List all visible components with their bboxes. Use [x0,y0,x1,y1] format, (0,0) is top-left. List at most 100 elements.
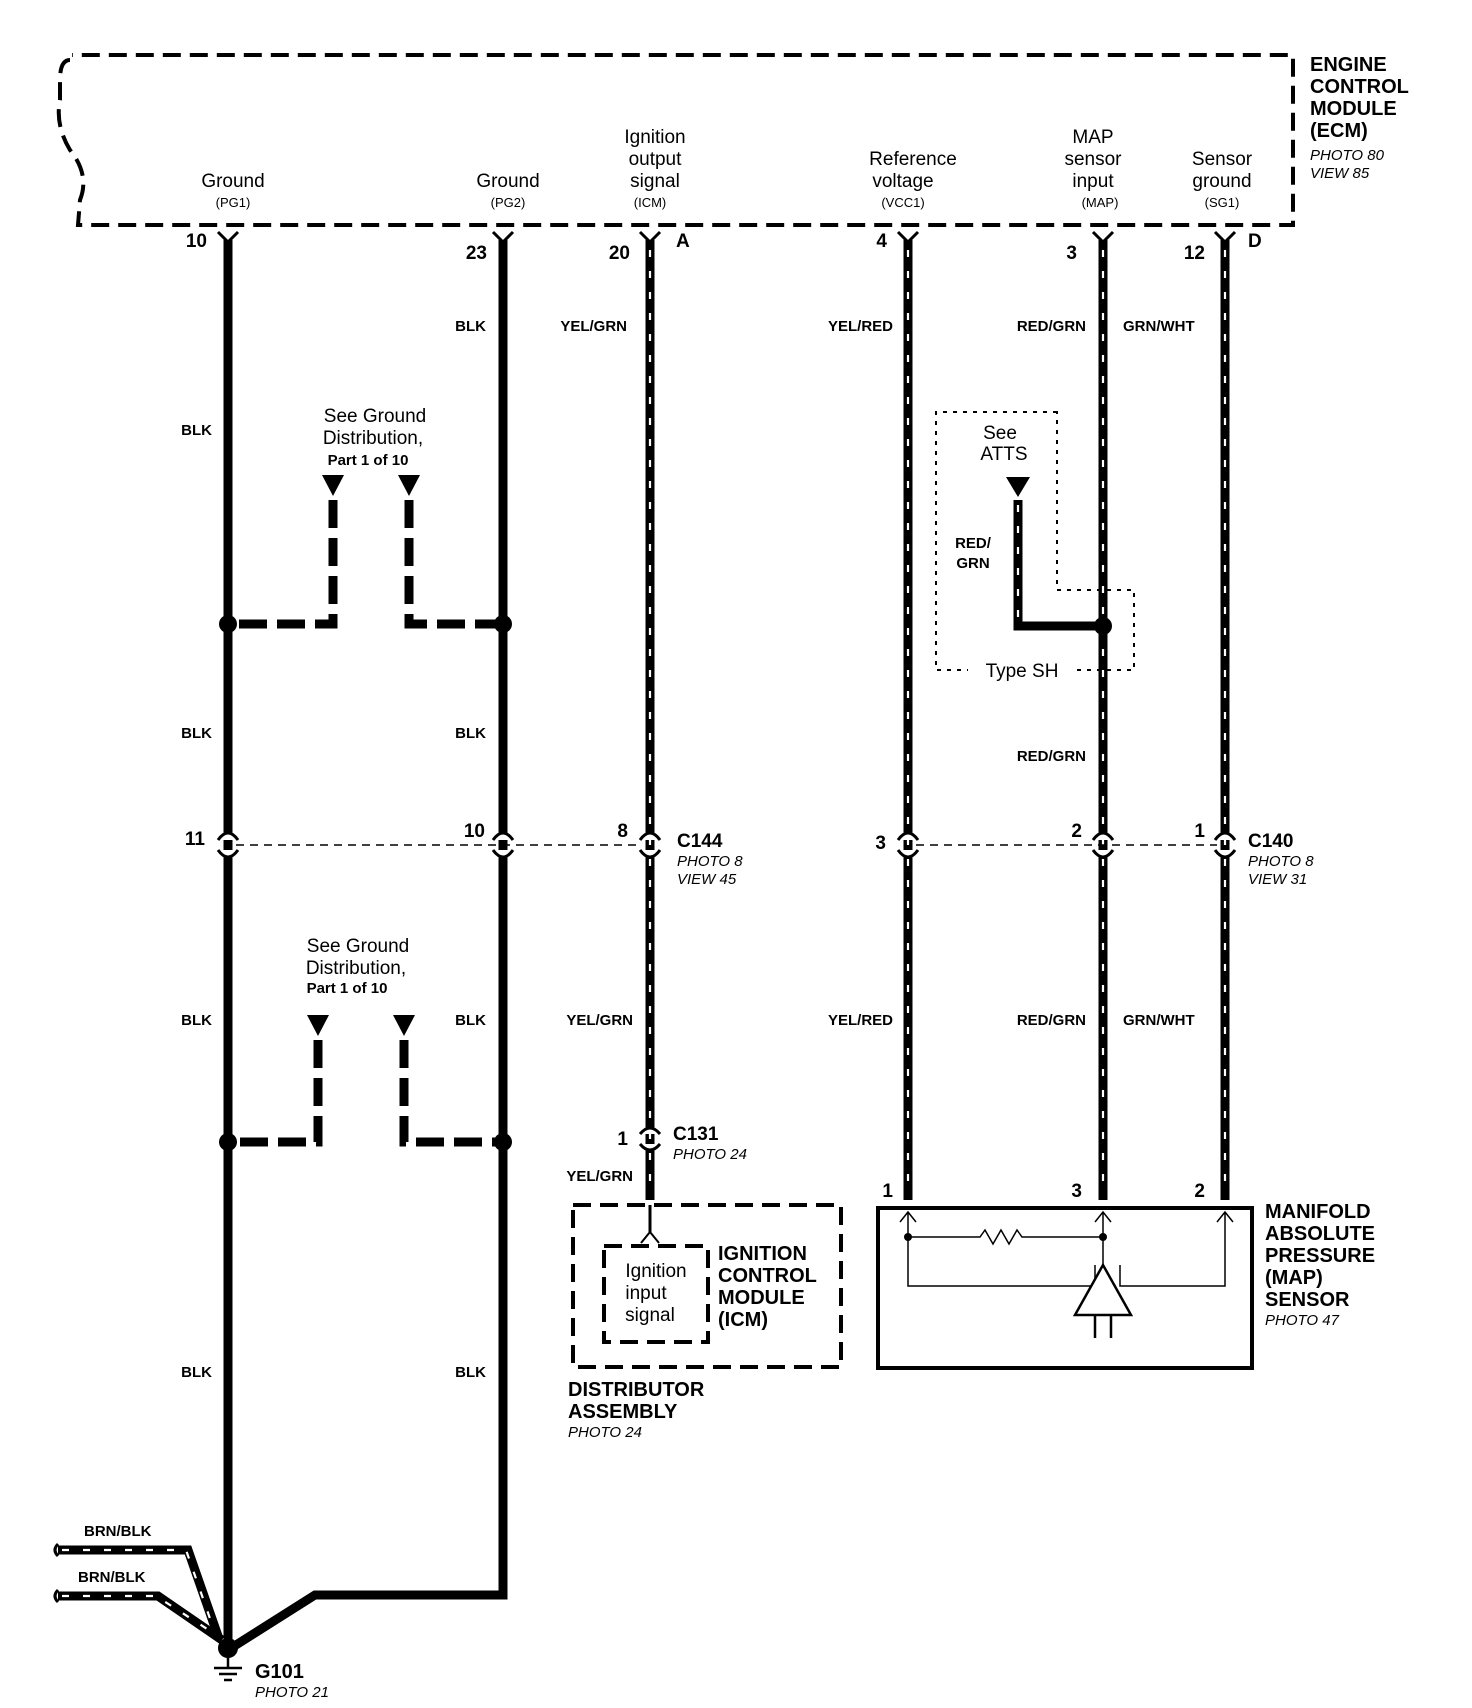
svg-text:PHOTO 80: PHOTO 80 [1310,147,1385,164]
ecm-title: ENGINE CONTROL MODULE (ECM) PHOTO 80 VIE… [1310,54,1409,182]
svg-text:3: 3 [1066,243,1077,264]
svg-text:GRN/WHT: GRN/WHT [1123,1012,1195,1029]
svg-text:C140: C140 [1248,831,1293,852]
svg-text:ABSOLUTE: ABSOLUTE [1265,1223,1375,1245]
svg-text:voltage: voltage [872,171,933,192]
svg-text:PHOTO 8: PHOTO 8 [677,853,743,870]
svg-text:3: 3 [875,833,886,854]
svg-text:signal: signal [630,171,680,192]
svg-text:BLK: BLK [455,725,486,742]
connector-c140: 3 2 1 C140 PHOTO 8 VIEW 31 [875,821,1314,888]
svg-text:23: 23 [466,243,487,264]
svg-text:Reference: Reference [869,149,957,170]
ecm-terminal-sg1: Sensor ground (SG1) 12 D [1184,149,1262,264]
ground-arrow-icon [398,475,420,496]
svg-text:BLK: BLK [455,318,486,335]
svg-text:signal: signal [625,1305,675,1326]
svg-text:RED/: RED/ [955,535,992,552]
svg-text:IGNITION: IGNITION [718,1243,807,1265]
svg-text:CONTROL: CONTROL [718,1265,817,1287]
ecm-terminal-pg1: Ground (PG1) 10 [186,171,265,252]
svg-text:GRN/WHT: GRN/WHT [1123,318,1195,335]
ecm-terminal-pg2: Ground (PG2) 23 [466,171,540,264]
svg-text:PHOTO 8: PHOTO 8 [1248,853,1314,870]
svg-text:MODULE: MODULE [1310,98,1397,120]
ground-distribution-ref-lower: See Ground Distribution, Part 1 of 10 [219,936,512,1151]
distributor-assembly: Ignition input signal IGNITION CONTROL M… [568,1203,843,1441]
svg-text:BLK: BLK [181,725,212,742]
ground-g101: G101 PHOTO 21 [214,1638,329,1701]
svg-text:See Ground: See Ground [324,406,426,427]
svg-text:PHOTO 47: PHOTO 47 [1265,1312,1340,1329]
ecm-terminal-icm: Ignition output signal (ICM) 20 A [609,127,690,264]
svg-text:D: D [1248,231,1262,252]
svg-text:10: 10 [464,821,485,842]
svg-text:See: See [983,423,1017,444]
svg-text:Ignition: Ignition [624,127,685,148]
wire-color-labels-upper: BLK YEL/GRN YEL/RED RED/GRN GRN/WHT BLK … [181,318,1194,765]
svg-text:MODULE: MODULE [718,1287,805,1309]
svg-text:PHOTO 24: PHOTO 24 [673,1146,747,1163]
svg-text:MANIFOLD: MANIFOLD [1265,1201,1371,1223]
svg-text:VIEW 45: VIEW 45 [677,871,737,888]
svg-text:PRESSURE: PRESSURE [1265,1245,1375,1267]
svg-text:ENGINE: ENGINE [1310,54,1387,76]
atts-type-sh-box: See ATTS RED/ GRN Type SH [935,411,1135,682]
ground-distribution-ref-upper: See Ground Distribution, Part 1 of 10 [219,406,512,633]
svg-text:C131: C131 [673,1124,719,1145]
svg-text:(MAP): (MAP) [1082,195,1119,210]
svg-text:Part 1 of 10: Part 1 of 10 [307,980,388,997]
svg-text:Distribution,: Distribution, [323,428,423,449]
ground-junction-icon [218,1638,238,1658]
svg-text:10: 10 [186,231,207,252]
svg-text:A: A [676,231,690,252]
svg-text:G101: G101 [255,1661,304,1683]
ground-leads-brn-blk: BRN/BLK BRN/BLK [53,1523,225,1644]
svg-text:SENSOR: SENSOR [1265,1289,1350,1311]
svg-text:(PG2): (PG2) [491,195,526,210]
svg-text:Ground: Ground [201,171,264,192]
svg-text:Ignition: Ignition [625,1261,686,1282]
svg-text:BLK: BLK [455,1012,486,1029]
svg-text:YEL/GRN: YEL/GRN [566,1168,633,1185]
ground-arrow-icon [307,1015,329,1036]
ground-arrow-icon [393,1015,415,1036]
atts-arrow-icon [1006,477,1030,497]
svg-text:(ICM): (ICM) [634,195,667,210]
svg-text:DISTRIBUTOR: DISTRIBUTOR [568,1379,705,1401]
svg-text:4: 4 [876,231,887,252]
svg-text:PHOTO 24: PHOTO 24 [568,1424,642,1441]
svg-text:(VCC1): (VCC1) [881,195,924,210]
svg-text:YEL/RED: YEL/RED [828,318,893,335]
svg-text:GRN: GRN [956,555,989,572]
svg-text:VIEW 31: VIEW 31 [1248,871,1307,888]
svg-text:BLK: BLK [181,422,212,439]
map-sensor: 1 3 2 MANIFOLD ABSOLUTE PRESSURE (MAP) S… [876,1181,1375,1370]
svg-text:1: 1 [617,1129,628,1150]
svg-text:input: input [625,1283,667,1304]
svg-text:2: 2 [1071,821,1082,842]
svg-text:1: 1 [882,1181,893,1202]
svg-text:output: output [629,149,683,170]
svg-text:BLK: BLK [455,1364,486,1381]
ground-symbol-icon [214,1658,242,1682]
svg-text:YEL/RED: YEL/RED [828,1012,893,1029]
svg-text:YEL/GRN: YEL/GRN [560,318,627,335]
ecm-terminal-map: MAP sensor input (MAP) 3 [1064,127,1122,264]
svg-text:MAP: MAP [1072,127,1113,148]
ecm-terminal-vcc1: Reference voltage (VCC1) 4 [869,149,957,252]
svg-text:Type SH: Type SH [986,661,1059,682]
svg-text:BRN/BLK: BRN/BLK [84,1523,152,1540]
svg-text:VIEW 85: VIEW 85 [1310,165,1370,182]
svg-text:8: 8 [617,821,628,842]
svg-text:(ICM): (ICM) [718,1309,768,1331]
svg-text:(SG1): (SG1) [1205,195,1240,210]
svg-text:20: 20 [609,243,630,264]
svg-text:BLK: BLK [181,1012,212,1029]
svg-text:11: 11 [185,829,206,850]
svg-text:Part 1 of 10: Part 1 of 10 [328,452,409,469]
svg-text:(PG1): (PG1) [216,195,251,210]
svg-text:input: input [1072,171,1114,192]
svg-text:Distribution,: Distribution, [306,958,406,979]
